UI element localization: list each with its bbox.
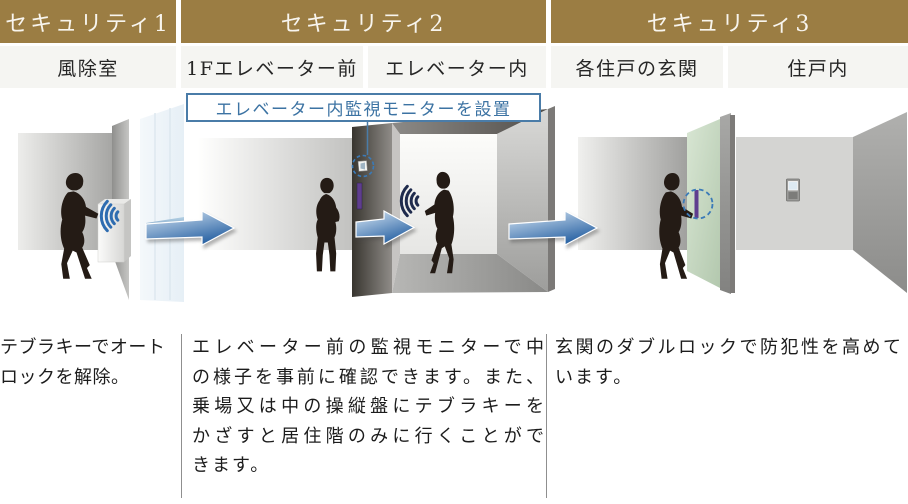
elevator-door-jamb	[392, 123, 400, 293]
glass-door	[140, 104, 184, 302]
description-line: きます。	[192, 455, 271, 476]
cabin-signal-waves-icon	[399, 184, 420, 218]
entrance-door-frame	[720, 113, 731, 294]
footer-divider-left	[181, 334, 182, 498]
location-windbreak-room: 風除室	[0, 46, 176, 88]
entrance-door-scene	[578, 113, 731, 294]
location-1f-elevator-hall: 1Fエレベーター前	[181, 46, 363, 88]
security1-header: セキュリティ1	[0, 0, 176, 43]
description-line: の様子を事前に確認できます。また、	[192, 366, 546, 388]
location-unit-entrance: 各住戸の玄関	[551, 46, 723, 88]
interior-side-wall	[853, 112, 907, 293]
security1-title: セキュリティ1	[5, 11, 171, 37]
location-inside-unit: 住戸内	[728, 46, 908, 88]
description-line: テブラキーでオート	[0, 337, 166, 358]
security3-description: 玄関のダブルロックで防犯性を高めて います。	[555, 333, 903, 392]
elevator-door-column	[352, 123, 392, 297]
elevator-monitor-callout: エレベーター内監視モニターを設置	[186, 93, 541, 122]
description-line: 玄関のダブルロックで防犯性を高めて	[555, 337, 903, 358]
security2-description: エレベーター前の監視モニターで中 の様子を事前に確認できます。また、 乗場又は中…	[192, 333, 546, 481]
keyless-signal-waves-icon	[99, 199, 120, 233]
double-lock-handle	[694, 190, 699, 218]
footer-divider-right	[546, 334, 547, 498]
monitor-icon	[357, 160, 368, 172]
elevator-interior-scene	[392, 106, 555, 293]
security1-description: テブラキーでオート ロックを解除。	[0, 333, 178, 392]
description-line: エレベーター前の監視モニターで中	[192, 337, 546, 358]
monitor-highlight-circle	[351, 154, 375, 178]
description-line: ロックを解除。	[0, 366, 130, 388]
security2-title: セキュリティ2	[280, 11, 447, 37]
security2-header: セキュリティ2	[181, 0, 546, 43]
elevator-right-wall	[497, 109, 548, 292]
description-line: います。	[555, 366, 634, 388]
location-elevator-cabin: エレベーター内	[368, 46, 546, 88]
elevator-hall-scene	[198, 123, 400, 297]
elevator-floor	[392, 254, 548, 293]
description-line: 乗場又は中の操縦盤にテブラキーを	[192, 396, 546, 417]
intercom-icon	[786, 178, 800, 202]
residence-interior-scene	[730, 112, 907, 293]
entrance-door	[687, 119, 720, 288]
kiosk-side	[124, 199, 131, 262]
double-lock-highlight-circle	[682, 188, 714, 220]
hall-control-panel	[356, 182, 363, 210]
interior-door-edge	[730, 115, 735, 293]
security3-title: セキュリティ3	[646, 11, 813, 37]
windbreak-room-scene	[18, 104, 184, 302]
security3-header: セキュリティ3	[551, 0, 908, 43]
elevator-outer-edge	[548, 106, 555, 292]
description-line: かざすと居住階のみに行くことがで	[192, 425, 546, 447]
